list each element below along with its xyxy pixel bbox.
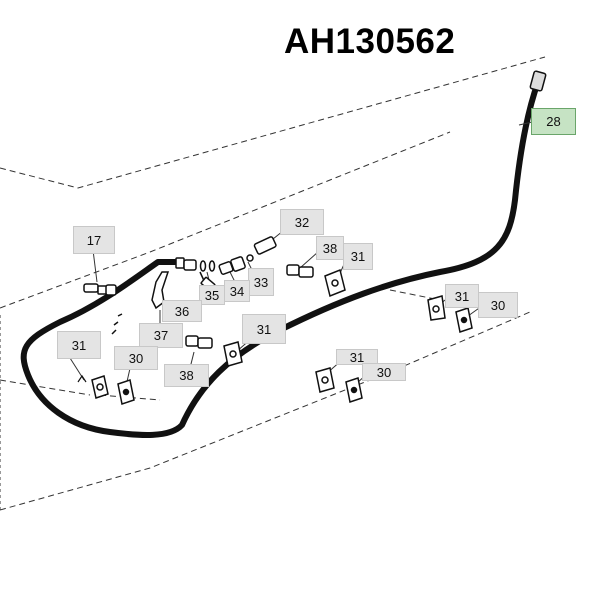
- callout-33: 33: [248, 268, 274, 296]
- callout-34: 34: [224, 280, 250, 302]
- callout-36: 36: [162, 300, 202, 322]
- callout-17: 17: [73, 226, 115, 254]
- hydraulic-hose: [20, 79, 541, 439]
- callout-31-left: 31: [57, 331, 101, 359]
- callout-38-upper: 38: [316, 236, 344, 260]
- fitting-group-upper: [175, 236, 314, 292]
- hose-end-fitting: [529, 70, 547, 92]
- callout-30-left: 30: [114, 346, 158, 370]
- callout-37: 37: [139, 323, 183, 348]
- callout-35: 35: [199, 285, 225, 305]
- part-17-bolt: [83, 283, 117, 296]
- callout-30-right: 30: [478, 292, 518, 318]
- part-number-title: AH130562: [284, 22, 456, 61]
- callout-31-middle: 31: [242, 314, 286, 344]
- callout-30-lower: 30: [362, 363, 406, 381]
- callout-31-upper: 31: [343, 243, 373, 270]
- callout-31-lower: 31: [336, 349, 378, 365]
- callout-32: 32: [280, 209, 324, 235]
- bracket-part-36: [111, 271, 170, 335]
- clamp-part-31: [91, 268, 446, 399]
- callout-31-right: 31: [445, 284, 479, 308]
- plate-part-30: [117, 307, 473, 405]
- callout-38-lower: 38: [164, 364, 209, 387]
- frame-outline: [0, 56, 546, 511]
- callout-28: 28: [531, 108, 576, 135]
- fitting-38-lower: [185, 335, 213, 349]
- clamp-bolt: [77, 374, 87, 383]
